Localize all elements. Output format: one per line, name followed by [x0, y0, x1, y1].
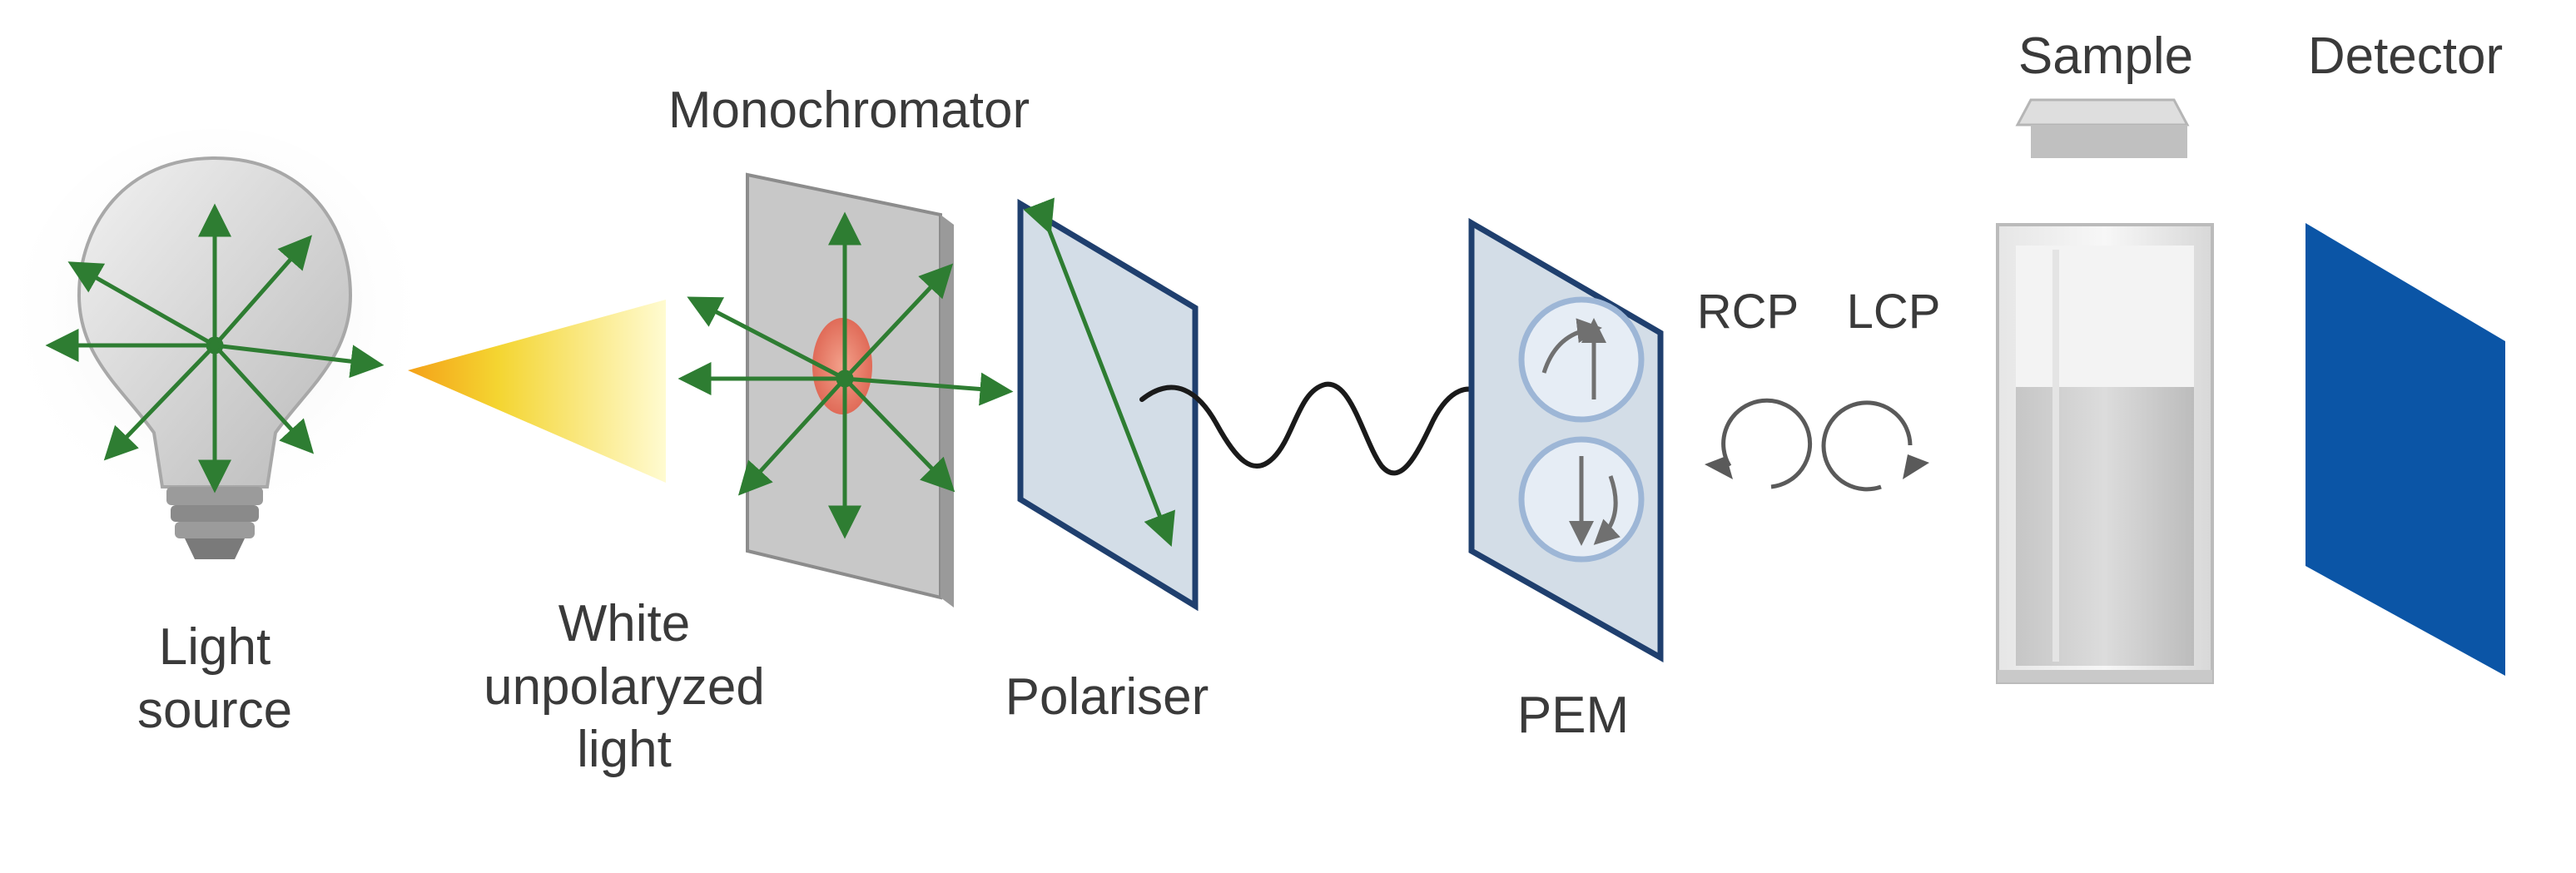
- label-light-source: Light source: [98, 616, 331, 742]
- pem-plate: [1468, 217, 1664, 662]
- label-light-source-line1: Light: [158, 618, 271, 676]
- label-white-light-line3: light: [577, 721, 672, 779]
- label-white-light-line2: unpolaryzed: [484, 657, 765, 716]
- label-light-source-line2: source: [136, 681, 293, 739]
- monochromator-plate: [746, 172, 954, 608]
- sample-cuvette: [1996, 98, 2214, 684]
- label-rcp: RCP: [1696, 285, 1799, 339]
- white-light-beam: [408, 300, 666, 483]
- label-polariser: Polariser: [1005, 668, 1209, 726]
- label-pem: PEM: [1516, 687, 1630, 744]
- detector-plate: [2305, 223, 2505, 676]
- label-detector: Detector: [2307, 27, 2504, 85]
- monochromator-ray-arrows: [678, 211, 1014, 539]
- label-white-light: White unpolaryzed light: [441, 593, 807, 781]
- label-lcp: LCP: [1846, 285, 1941, 339]
- label-white-light-line1: White: [558, 595, 691, 652]
- polariser-plate: [1017, 197, 1199, 612]
- rcp-circular-arrow-icon: [1705, 398, 1813, 489]
- label-sample: Sample: [2018, 27, 2194, 85]
- lcp-circular-arrow-icon: [1821, 400, 1929, 492]
- label-monochromator: Monochromator: [668, 82, 1030, 139]
- light-ray-arrows: [45, 203, 385, 494]
- polarisation-arrow: [1023, 197, 1175, 547]
